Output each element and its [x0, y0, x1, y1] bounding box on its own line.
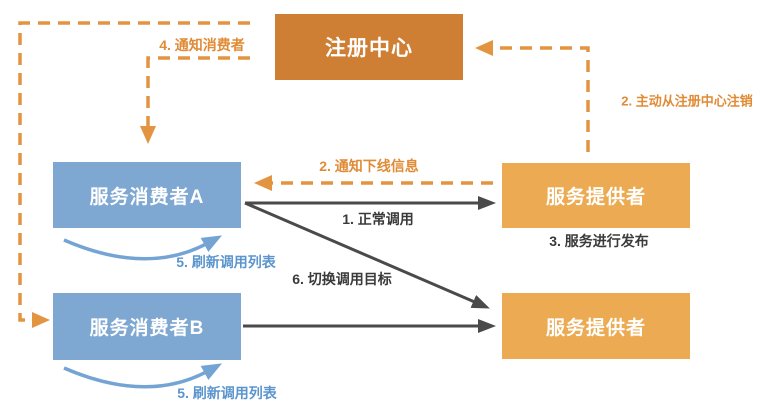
node-service-provider-2: 服务提供者	[502, 293, 690, 359]
node-service-consumer-a: 服务消费者A	[53, 162, 241, 228]
node-service-provider-1-label: 服务提供者	[545, 187, 646, 208]
node-registry-center-label: 注册中心	[325, 37, 413, 60]
edge-consumer-a-refresh-curve	[63, 235, 223, 261]
edge-provider1-to-registry-dashed	[475, 40, 590, 152]
label-normal-call: 1. 正常调用	[342, 211, 414, 227]
node-service-consumer-a-label: 服务消费者A	[89, 186, 205, 208]
label-notify-consumers: 4. 通知消费者	[159, 37, 245, 53]
label-refresh-call-list-a: 5. 刷新调用列表	[176, 254, 276, 270]
label-refresh-call-list-b: 5. 刷新调用列表	[177, 385, 277, 401]
node-service-consumer-b-label: 服务消费者B	[89, 318, 205, 339]
node-service-consumer-b: 服务消费者B	[53, 293, 241, 360]
node-registry-center: 注册中心	[275, 14, 463, 80]
label-deregister-from-registry: 2. 主动从注册中心注销	[621, 93, 753, 109]
label-switch-call-target: 6. 切换调用目标	[292, 271, 392, 287]
edge-consumer-b-refresh-curve	[63, 363, 223, 389]
edge-registry-to-consumer-a-dashed	[140, 56, 250, 144]
node-service-provider-2-label: 服务提供者	[545, 317, 646, 339]
label-service-publish: 3. 服务进行发布	[549, 233, 649, 249]
label-notify-offline-info: 2. 通知下线信息	[319, 158, 419, 174]
node-service-provider-1: 服务提供者	[502, 163, 690, 228]
edge-consumer-a-to-provider2-solid	[244, 201, 490, 309]
